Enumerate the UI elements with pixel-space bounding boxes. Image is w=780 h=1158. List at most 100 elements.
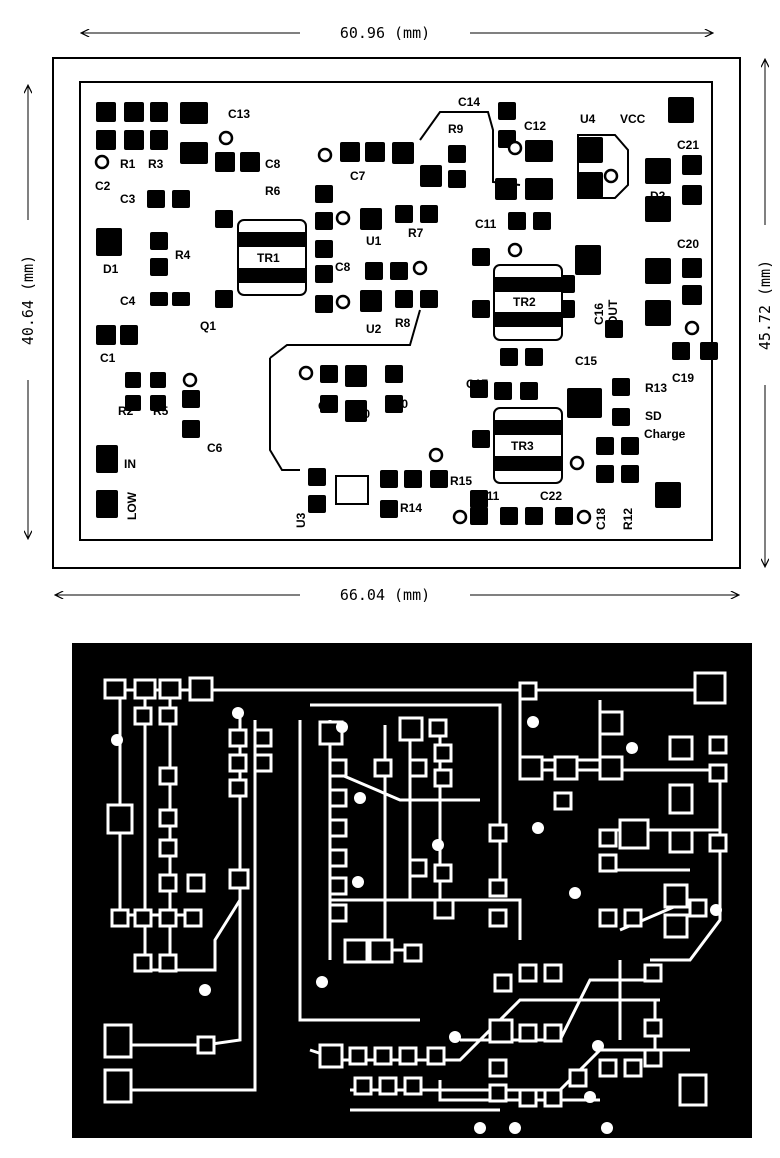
pad	[472, 430, 490, 448]
component-label: R1	[120, 157, 136, 171]
copper-pad	[328, 818, 348, 838]
copper-pad	[403, 943, 423, 963]
dimension-right-label: 45.72 (mm)	[756, 260, 774, 350]
dimension-top: 60.96 (mm)	[82, 24, 712, 42]
component-label: VCC	[620, 112, 646, 126]
component-label: C9	[318, 399, 334, 413]
component-label: R2	[118, 404, 134, 418]
copper-via	[449, 1031, 461, 1043]
component-label: Charge	[644, 427, 686, 441]
copper-pad	[598, 853, 618, 873]
copper-pad	[433, 768, 453, 788]
copper-pad	[598, 755, 624, 781]
via-holes	[94, 130, 700, 525]
pad	[596, 437, 614, 455]
component-label: SD	[645, 409, 662, 423]
via-hole	[182, 372, 198, 388]
pad	[365, 262, 383, 280]
via-hole	[412, 260, 428, 276]
copper-pad	[488, 1058, 508, 1078]
copper-trace	[329, 768, 480, 802]
pad	[215, 290, 233, 308]
copper-pad	[488, 1083, 508, 1103]
copper-pad	[328, 903, 348, 923]
pad	[150, 102, 168, 122]
copper-pad	[553, 791, 573, 811]
copper-pad	[158, 678, 182, 700]
pad	[682, 185, 702, 205]
copper-via	[710, 904, 722, 916]
component-label: R8	[395, 316, 411, 330]
copper-pad	[133, 908, 153, 928]
component-label: D1	[103, 262, 119, 276]
pad	[390, 262, 408, 280]
pad	[470, 507, 488, 525]
copper-trace	[298, 720, 420, 1022]
component-label: IN	[124, 457, 136, 471]
pad	[575, 245, 601, 275]
copper-via	[509, 1122, 521, 1134]
copper-pad	[133, 706, 153, 726]
dimension-top-label: 60.96 (mm)	[340, 24, 430, 42]
pad	[120, 325, 138, 345]
copper-pad	[643, 963, 663, 983]
pad	[385, 395, 403, 413]
pad	[360, 290, 382, 312]
copper-pad	[598, 710, 624, 736]
copper-pad	[643, 1048, 663, 1068]
component-label: R13	[645, 381, 667, 395]
pad	[472, 248, 490, 266]
pad	[448, 145, 466, 163]
copper-pad	[196, 1035, 216, 1055]
component-pads	[96, 97, 718, 525]
copper-via	[354, 792, 366, 804]
component-label: C1	[100, 351, 116, 365]
via-hole	[569, 455, 585, 471]
pad	[360, 208, 382, 230]
via-hole	[218, 130, 234, 146]
component-label: R6	[265, 184, 281, 198]
pad	[215, 210, 233, 228]
copper-pad	[228, 778, 248, 798]
pad	[380, 470, 398, 488]
pad	[682, 258, 702, 278]
via-hole	[452, 509, 468, 525]
pad	[150, 258, 168, 276]
pad	[320, 365, 338, 383]
copper-via	[569, 887, 581, 899]
pad	[395, 290, 413, 308]
copper-pad	[708, 735, 728, 755]
copper-pad	[253, 728, 273, 748]
via-hole	[428, 447, 444, 463]
pad	[308, 468, 326, 486]
component-label: C11	[475, 217, 497, 231]
copper-pad	[518, 755, 544, 781]
copper-pad	[518, 681, 538, 701]
pad	[96, 445, 118, 473]
copper-pad	[668, 735, 694, 761]
component-label: Q1	[200, 319, 216, 333]
copper-via	[626, 742, 638, 754]
pad	[240, 152, 260, 172]
copper-via	[532, 822, 544, 834]
copper-pad	[373, 1046, 393, 1066]
pad	[672, 342, 690, 360]
copper-pad	[398, 716, 424, 742]
board-outline	[52, 57, 741, 569]
copper-pad	[518, 963, 538, 983]
pad	[404, 470, 422, 488]
copper-pad	[623, 1058, 643, 1078]
copper-trace	[140, 715, 242, 972]
copper-pad	[663, 883, 689, 909]
pad	[682, 285, 702, 305]
pad	[655, 482, 681, 508]
copper-pad	[668, 828, 694, 854]
component-label: R15	[450, 474, 472, 488]
ic-u3-outline	[335, 475, 369, 505]
copper-pad	[543, 963, 563, 983]
via-hole	[603, 168, 619, 184]
component-label: C19	[672, 371, 694, 385]
copper-pad	[343, 938, 369, 964]
copper-pad	[328, 876, 348, 896]
